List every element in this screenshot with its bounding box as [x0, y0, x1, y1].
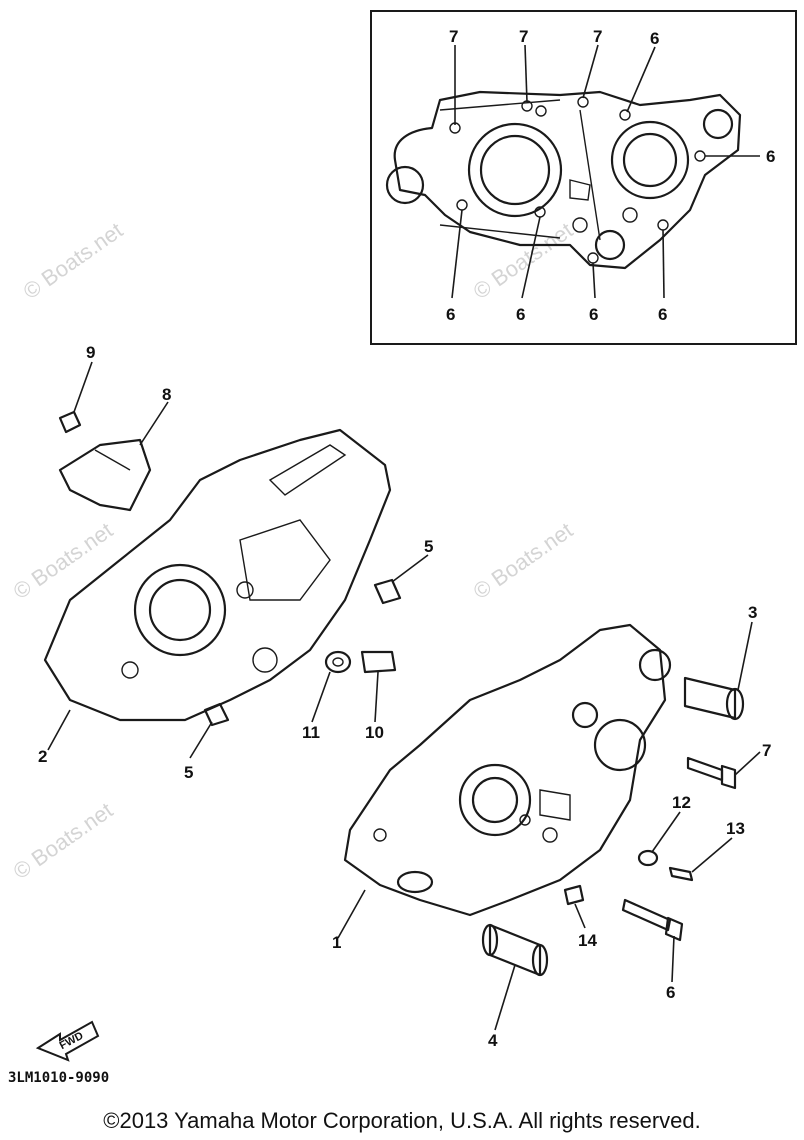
- watermark-1: © Boats.net: [19, 217, 128, 304]
- callouts: 9 8 5 5 2 11 10 3 7 12 13 1 14 6 4: [38, 343, 771, 1050]
- small-parts: [203, 578, 402, 727]
- callout-5-lower: 5: [184, 763, 193, 782]
- callout-12: 12: [672, 793, 691, 812]
- callout-6: 6: [666, 983, 675, 1002]
- inset-callout-6-b4: 6: [658, 305, 667, 324]
- copyright-notice: ©2013 Yamaha Motor Corporation, U.S.A. A…: [103, 1108, 701, 1133]
- callout-13: 13: [726, 819, 745, 838]
- inset-callout-6-right: 6: [766, 147, 775, 166]
- leader-lines: [47, 361, 761, 1031]
- callout-2: 2: [38, 747, 47, 766]
- callout-4: 4: [488, 1031, 498, 1050]
- watermark-3: © Boats.net: [9, 517, 118, 604]
- fwd-arrow-icon: FWD: [35, 1020, 100, 1062]
- inset-callout-7a: 7: [449, 27, 458, 46]
- callout-7: 7: [762, 741, 771, 760]
- right-crankcase-part-1: [343, 623, 745, 977]
- callout-10: 10: [365, 723, 384, 742]
- inset-detail: 7 7 7 6 6 6 6 6 6: [370, 10, 797, 345]
- watermark-4: © Boats.net: [469, 517, 578, 604]
- callout-9: 9: [86, 343, 95, 362]
- watermark-5: © Boats.net: [9, 797, 118, 884]
- left-crankcase-part-2: [43, 410, 392, 722]
- inset-callout-6-b2: 6: [516, 305, 525, 324]
- callout-1: 1: [332, 933, 341, 952]
- inset-callout-6-top: 6: [650, 29, 659, 48]
- diagram-code: 3LM1010-9090: [8, 1070, 109, 1086]
- callout-14: 14: [578, 931, 597, 950]
- callout-5-upper: 5: [424, 537, 433, 556]
- callout-11: 11: [302, 723, 320, 742]
- watermarks: © Boats.net © Boats.net © Boats.net © Bo…: [9, 217, 578, 884]
- callout-3: 3: [748, 603, 757, 622]
- inset-callout-7c: 7: [593, 27, 602, 46]
- inset-callout-6-b3: 6: [589, 305, 598, 324]
- callout-8: 8: [162, 385, 171, 404]
- inset-callout-7b: 7: [519, 27, 528, 46]
- inset-callout-6-b1: 6: [446, 305, 455, 324]
